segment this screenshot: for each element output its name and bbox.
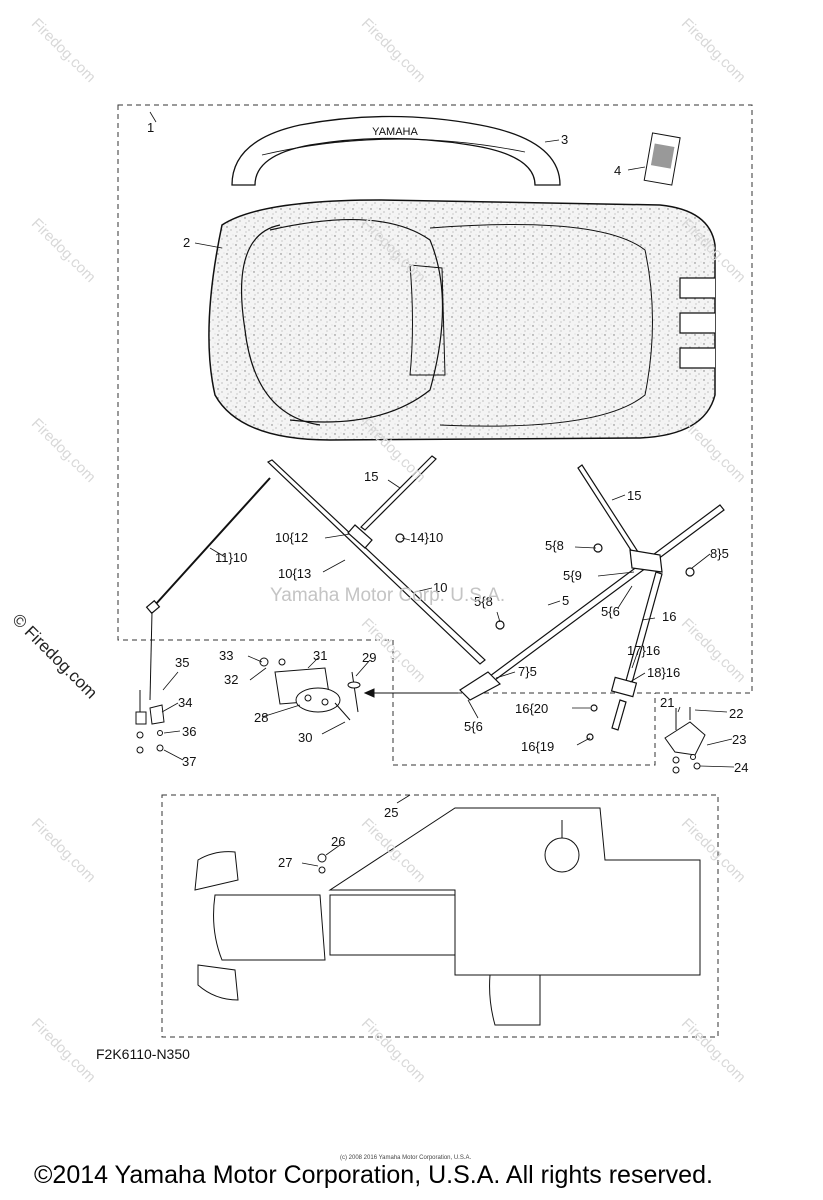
callout-21: 21: [660, 695, 674, 710]
callout-labels: 1 3 4 2 15 15 10{12 14}10 11}10 10{13 10…: [147, 120, 748, 870]
callout-36: 36: [182, 724, 196, 739]
storage-bag: YAMAHA: [231, 115, 561, 186]
section-frame-strut: [392, 693, 656, 766]
callout-25: 25: [384, 805, 398, 820]
left-hardware: [135, 690, 165, 754]
copyright-footer: ©2014 Yamaha Motor Corporation, U.S.A. A…: [34, 1161, 713, 1189]
mat-set: [194, 807, 701, 1026]
callout-16: 16: [662, 609, 676, 624]
callout-4: 4: [614, 163, 621, 178]
callout-7-5: 7}5: [518, 664, 537, 679]
callout-5-9: 5{9: [563, 568, 582, 583]
figure-code: F2K6110-N350: [96, 1046, 190, 1062]
callout-35: 35: [175, 655, 189, 670]
callout-10-13: 10{13: [278, 566, 311, 581]
callout-27: 27: [278, 855, 292, 870]
label-tag: [643, 132, 681, 186]
callout-5-6-bottom: 5{6: [464, 719, 483, 734]
callout-8-5: 8}5: [710, 546, 729, 561]
callout-3: 3: [561, 132, 568, 147]
callout-1: 1: [147, 120, 154, 135]
bag-brand-text: YAMAHA: [372, 126, 418, 138]
callout-31: 31: [313, 648, 327, 663]
callout-34: 34: [178, 695, 192, 710]
callout-16-20: 16{20: [515, 701, 548, 716]
section-frame-mat: [161, 794, 719, 1038]
callout-37: 37: [182, 754, 196, 769]
callout-5-6-top: 5{6: [601, 604, 620, 619]
callout-16-19: 16{19: [521, 739, 554, 754]
callout-10-12: 10{12: [275, 530, 308, 545]
callout-30: 30: [298, 730, 312, 745]
bracket-assembly: [259, 657, 458, 721]
callout-24: 24: [734, 760, 748, 775]
callout-14-10: 14}10: [410, 530, 443, 545]
callout-5-8-mid: 5{8: [474, 594, 493, 609]
callout-29: 29: [362, 650, 376, 665]
callout-2: 2: [183, 235, 190, 250]
callout-28: 28: [254, 710, 268, 725]
callout-15-left: 15: [364, 469, 378, 484]
yamaha-overlay-watermark: Yamaha Motor Corp. U.S.A.: [270, 585, 506, 606]
callout-5-8-top: 5{8: [545, 538, 564, 553]
callout-5: 5: [562, 593, 569, 608]
callout-22: 22: [729, 706, 743, 721]
callout-32: 32: [224, 672, 238, 687]
callout-17-16: 17}16: [627, 643, 660, 658]
callout-18-16: 18}16: [647, 665, 680, 680]
callout-26: 26: [331, 834, 345, 849]
bimini-struts: [145, 455, 725, 741]
section-frame-cover: [117, 104, 753, 694]
callout-33: 33: [219, 648, 233, 663]
cover: [208, 199, 716, 441]
callout-10: 10: [433, 580, 447, 595]
callout-23: 23: [732, 732, 746, 747]
right-hardware: [664, 707, 706, 774]
leader-lines: [149, 111, 735, 867]
callout-11-10: 11}10: [215, 550, 247, 565]
callout-15-right: 15: [627, 488, 641, 503]
small-copyright: (c) 2008 2016 Yamaha Motor Corporation, …: [340, 1155, 472, 1161]
